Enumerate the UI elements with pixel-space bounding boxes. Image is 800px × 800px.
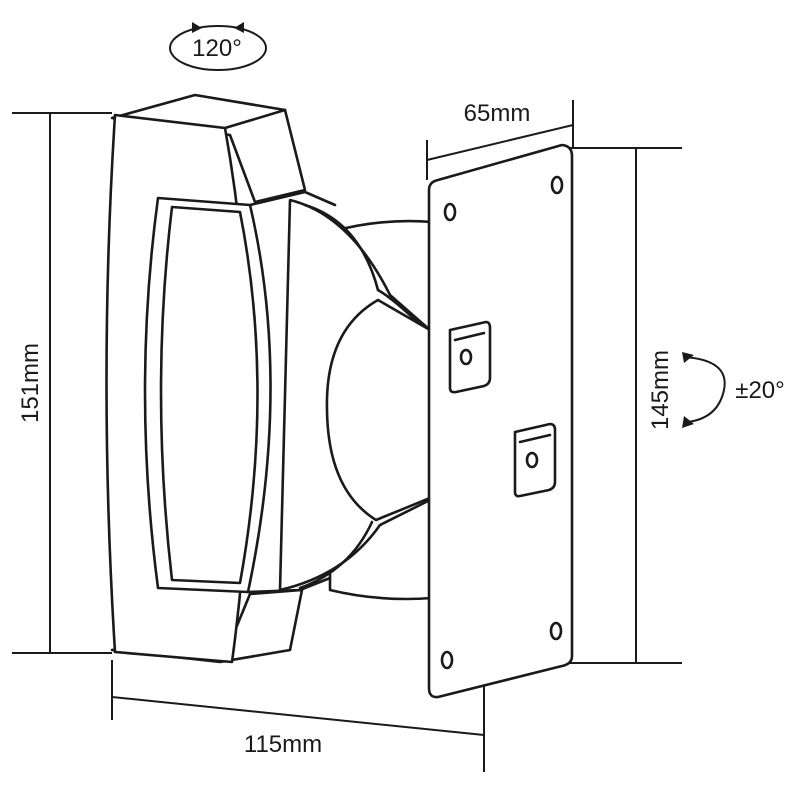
screw-hole-bottom-right — [549, 621, 563, 641]
plate-height-label: 145mm — [647, 350, 674, 430]
screw-hole-top-left — [443, 202, 457, 222]
tilt-label: ±20° — [735, 377, 784, 404]
total-depth-label: 115mm — [244, 731, 322, 758]
dimension-lines — [12, 100, 682, 772]
keyhole-tab-upper — [448, 320, 492, 394]
rotation-label: 120° — [192, 35, 242, 62]
body-height-label: 151mm — [17, 343, 44, 423]
screw-hole-top-right — [550, 175, 564, 195]
screw-hole-bottom-left — [440, 650, 454, 670]
plate-depth-label: 65mm — [464, 100, 531, 127]
ball-joint — [278, 198, 434, 601]
keyhole-tab-lower — [513, 422, 557, 498]
wall-plate — [427, 143, 574, 699]
speaker-clamp-body — [105, 93, 337, 664]
rotation-arrow-icon — [169, 22, 267, 71]
tilt-arrow-icon — [682, 352, 726, 428]
